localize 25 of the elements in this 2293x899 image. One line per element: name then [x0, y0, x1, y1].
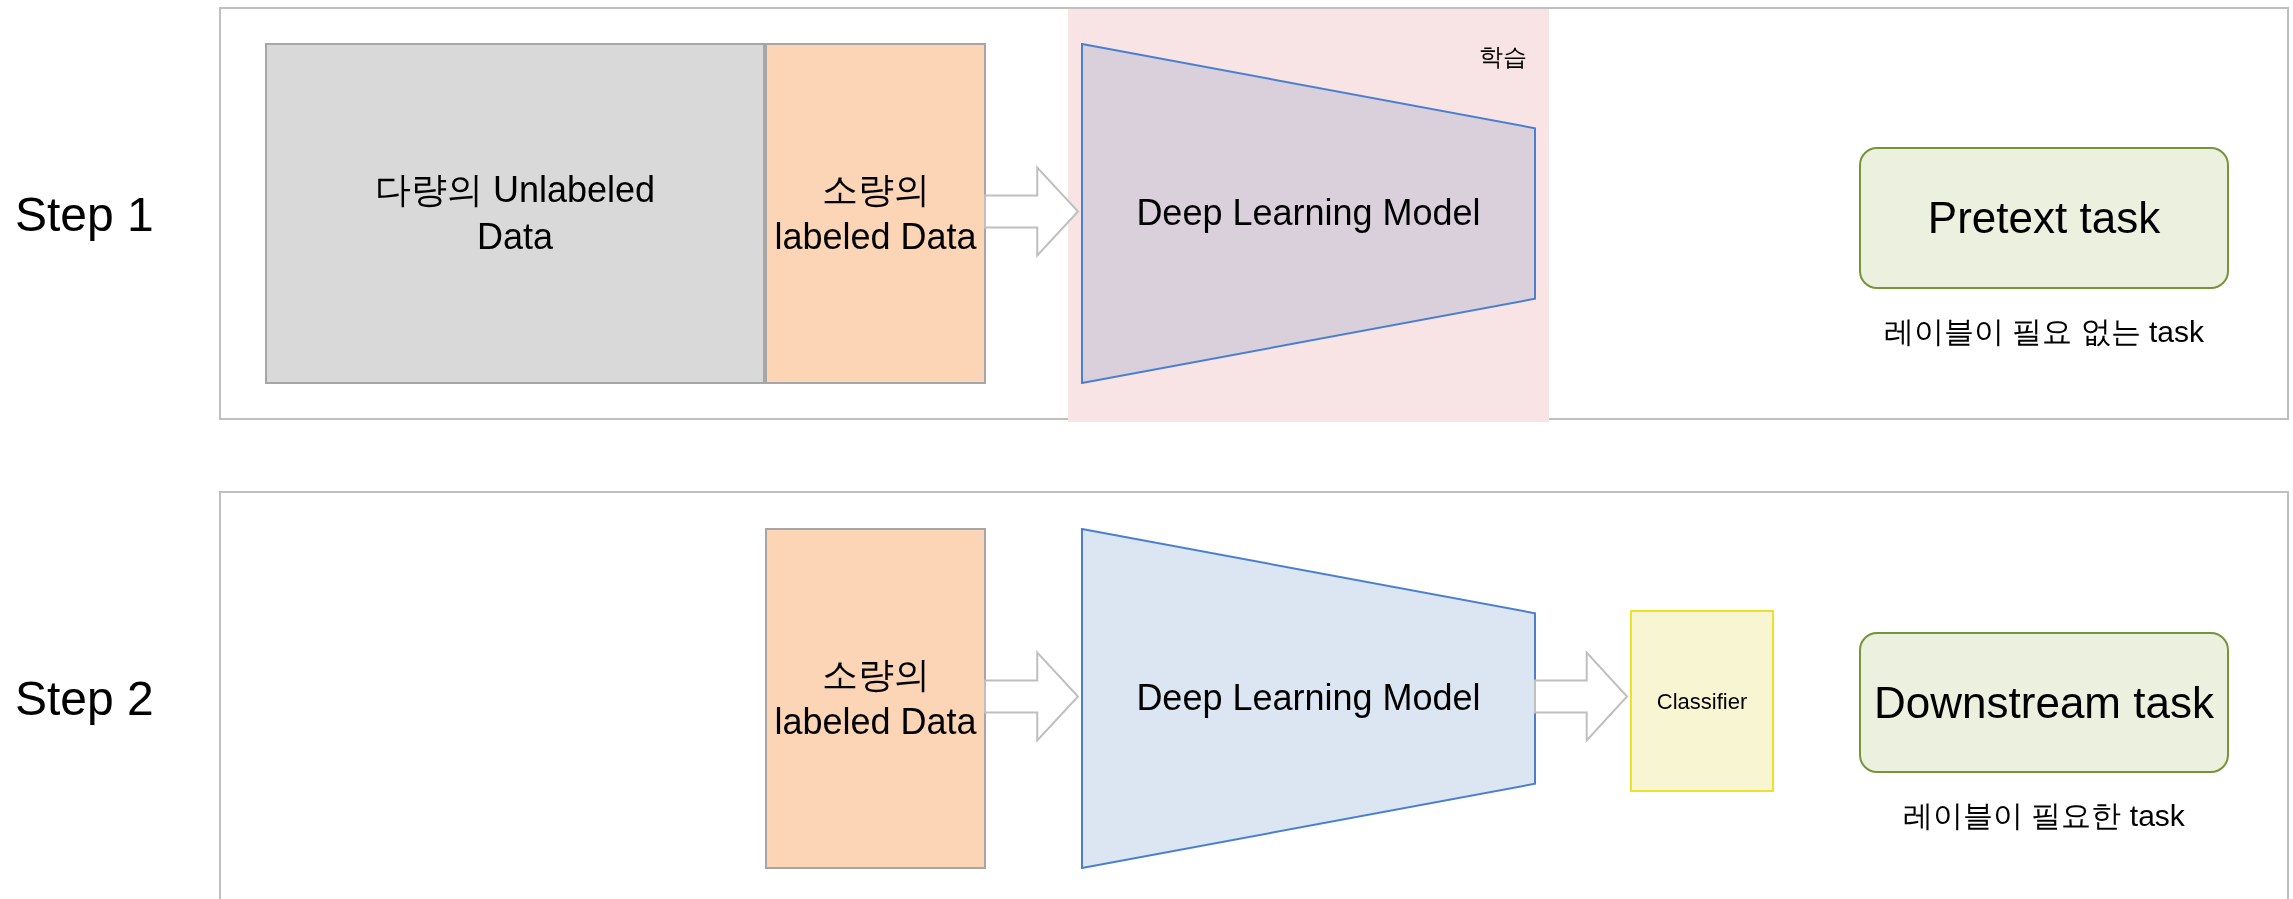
block-arrow [984, 164, 1080, 259]
data-label: 소량의 labeled Data [773, 167, 978, 259]
block-arrow [1534, 649, 1629, 744]
model-label: Deep Learning Model [1136, 191, 1481, 236]
task-note: 레이블이 필요 없는 task [1884, 314, 2204, 350]
task-label: Downstream task [1874, 676, 2214, 729]
step-panel [219, 7, 2289, 420]
training-band [1068, 9, 1549, 422]
model-label: Deep Learning Model [1136, 676, 1481, 721]
band-label: 학습 [1479, 42, 1527, 72]
data-box [765, 528, 986, 869]
model-trapezoid [1081, 43, 1536, 384]
step-label: Step 2 [15, 671, 154, 727]
block-arrow [984, 649, 1080, 744]
task-note: 레이블이 필요한 task [1903, 798, 2185, 834]
classifier-label: Classifier [1656, 687, 1748, 716]
model-trapezoid [1081, 528, 1536, 869]
data-box [765, 43, 986, 384]
step-label: Step 1 [15, 187, 154, 243]
task-label: Pretext task [1927, 192, 2161, 244]
data-box [265, 43, 765, 384]
classifier-box [1630, 610, 1774, 792]
step-panel [219, 491, 2289, 899]
data-label: 다량의 Unlabeled Data [373, 167, 657, 259]
data-label: 소량의 labeled Data [773, 652, 978, 744]
